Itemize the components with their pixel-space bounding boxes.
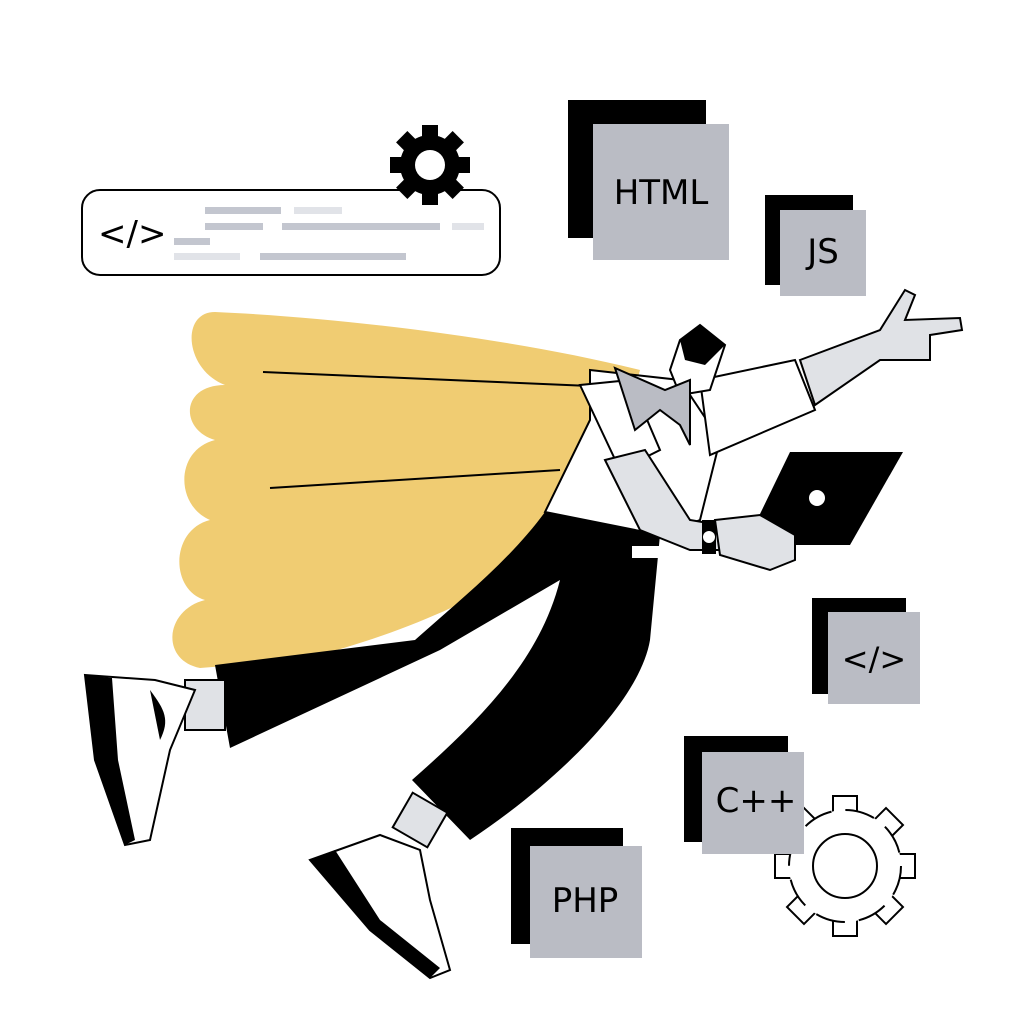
cape <box>172 312 640 668</box>
code-snippet-bar: </> <box>81 189 501 276</box>
left-shoe <box>83 673 226 847</box>
pants <box>215 512 660 840</box>
bandana <box>613 366 691 446</box>
card-html-label: HTML <box>614 173 709 213</box>
sleeve-left <box>578 378 662 472</box>
right-shoe <box>308 791 452 980</box>
code-symbol: </> <box>98 214 166 254</box>
card-code-label: </> <box>842 640 906 678</box>
card-js-label: JS <box>805 232 839 272</box>
card-html: HTML <box>568 100 729 260</box>
card-cpp: C++ <box>684 736 804 854</box>
pointing-arm <box>698 288 964 457</box>
holding-arm <box>603 448 796 572</box>
card-cpp-label: C++ <box>716 781 797 821</box>
gear-outline-icon <box>774 795 916 937</box>
head <box>613 323 727 446</box>
card-js: JS <box>765 195 866 296</box>
card-php-label: PHP <box>552 881 619 921</box>
card-code: </> <box>812 598 920 704</box>
card-php: PHP <box>511 828 642 958</box>
gear-icon <box>390 125 470 205</box>
belt-loop <box>632 546 660 558</box>
laptop <box>745 452 903 545</box>
code-lines <box>174 207 484 260</box>
